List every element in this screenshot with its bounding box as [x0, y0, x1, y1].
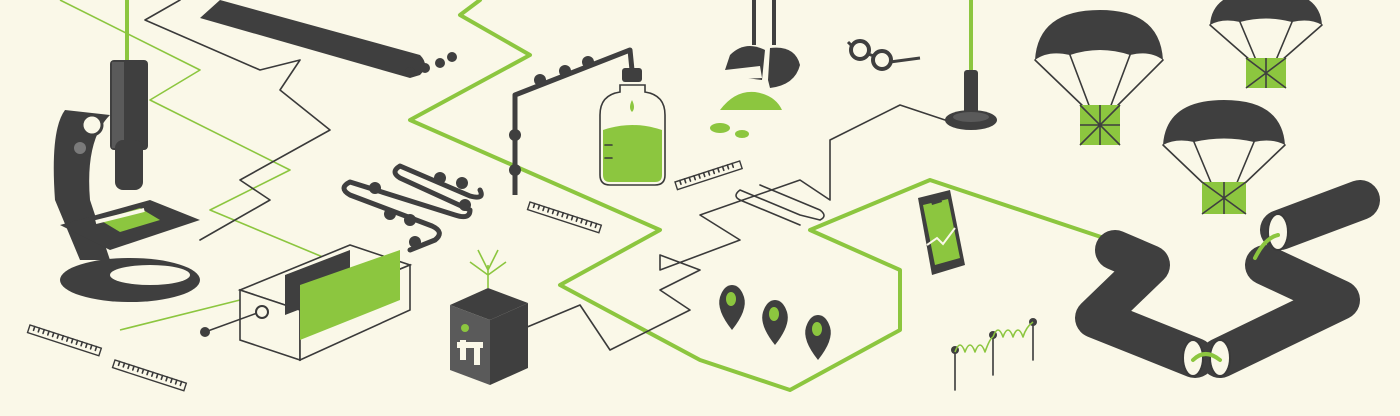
lab-stand-icon: [945, 70, 997, 130]
map-pin-icon: [762, 300, 788, 345]
gripper-claw-icon: [710, 0, 800, 138]
map-pin-icon: [805, 315, 831, 360]
microscope-icon: [53, 60, 200, 302]
syringe-pump-icon: [200, 244, 413, 362]
hairpin-loop: [735, 184, 825, 226]
dark-pipeline-middle: [519, 104, 961, 351]
microscope-beam: [125, 0, 129, 60]
circuit-box-icon: [450, 249, 528, 385]
pipe-tube-icon: [1075, 180, 1380, 378]
coiled-tube-icon: [341, 163, 484, 253]
parachute-crate-icon: [1209, 0, 1323, 89]
thin-dark-line-left: [144, 0, 331, 241]
light-beams: [125, 0, 973, 70]
green-pipeline-main: [408, 0, 1112, 392]
parachute-crate-icon: [1034, 10, 1164, 146]
map-pin-group: [719, 285, 831, 360]
ruler-scale-icon: [26, 160, 744, 392]
cable-plug-icon: [509, 47, 635, 195]
parachute-crate-icon: [1162, 100, 1286, 215]
map-pin-icon: [719, 285, 745, 330]
stand-beam: [969, 0, 973, 70]
spring-coil-icon: [951, 318, 1037, 391]
lab-bottle-icon: [599, 68, 666, 186]
glasses-icon: [846, 39, 921, 71]
clipboard-chart-icon: [918, 190, 965, 275]
pipe-tube-icon: [200, 0, 457, 78]
